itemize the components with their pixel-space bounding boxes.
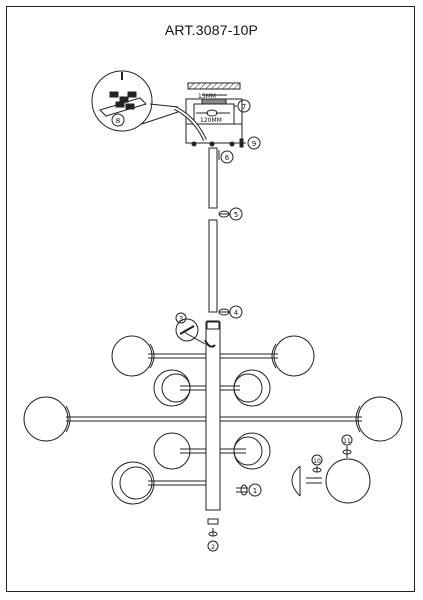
callout-2: 2 [211,544,215,551]
callout-4: 4 [234,309,239,317]
callout-group-3: 3 [175,312,216,348]
callout-3: 3 [179,315,183,323]
callout-group-6: 6 [218,150,234,164]
arms [66,353,362,486]
callout-6: 6 [225,154,230,162]
callout-group-7: 7 [234,99,251,113]
detail-bubble-wiring: 8 [91,70,179,132]
callout-10: 10 [313,458,321,465]
callout-7: 7 [242,103,246,111]
drawing-frame [6,6,415,592]
callout-group-11: 11 [341,434,353,458]
glass-globes [23,335,403,505]
callout-9: 9 [252,140,256,148]
ceiling-mount: 15MM 120MM [174,82,243,147]
drawing-title: ART.3087-10P [164,22,259,38]
callout-group-4: 4 [218,305,243,319]
mount-dimension-bottom: 120MM [200,117,222,124]
callout-5: 5 [234,211,238,219]
shade-cup [291,465,322,497]
callout-group-2: 2 [207,518,219,552]
callout-11: 11 [343,438,351,445]
callout-group-1: 1 [236,483,262,497]
callout-group-5: 5 [218,207,243,221]
callout-group-10: 10 [311,454,323,473]
suspension-rods [205,147,221,511]
callout-8: 8 [116,117,120,125]
callout-group-9: 9 [232,136,261,150]
mount-dimension-top: 15MM [198,93,216,100]
callout-1: 1 [253,487,257,495]
